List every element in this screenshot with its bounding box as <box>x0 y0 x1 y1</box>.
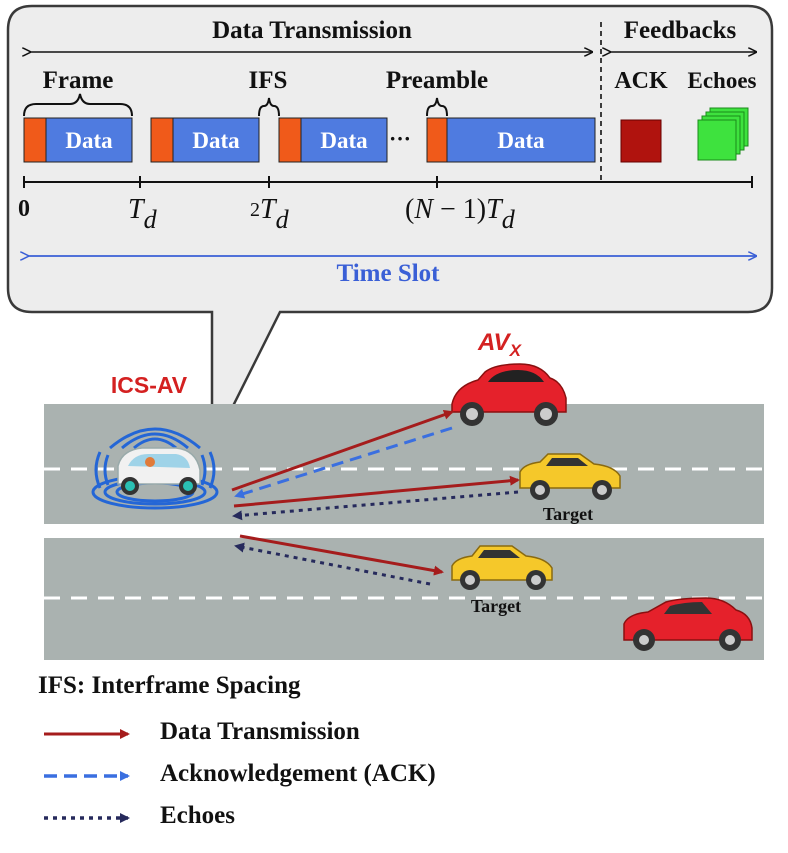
target-label-1: Target <box>543 504 593 524</box>
data-block <box>45 117 133 163</box>
av-x-subscript: X <box>509 341 523 360</box>
preamble-block <box>150 117 174 163</box>
frame-1: Data <box>23 117 133 163</box>
time-slot-label: Time Slot <box>336 260 440 287</box>
ack-label: ACK <box>614 68 668 94</box>
road-median <box>44 526 764 538</box>
frame-n: Data <box>426 117 596 163</box>
av-x-label: AVX <box>477 329 523 360</box>
tick-zero: 0 <box>18 196 30 222</box>
tick-2td: 2Td <box>250 194 290 234</box>
legend-echo-label: Echoes <box>160 802 235 829</box>
ack-block <box>620 119 662 163</box>
av-x-car <box>451 363 567 426</box>
target-label-2: Target <box>471 596 521 616</box>
data-block-label: Data <box>497 128 545 153</box>
frame-3: Data <box>278 117 388 163</box>
preamble-brace <box>426 97 448 117</box>
data-block-label: Data <box>320 128 368 153</box>
frame-brace <box>23 93 133 117</box>
data-block-label: Data <box>192 128 240 153</box>
echoes-block <box>697 107 749 161</box>
data-block <box>300 117 388 163</box>
preamble-block <box>426 117 448 163</box>
feedbacks-label: Feedbacks <box>624 17 737 44</box>
callout-bubble <box>6 4 774 449</box>
legend-data-label: Data Transmission <box>160 718 360 745</box>
preamble-block <box>278 117 302 163</box>
data-block <box>446 117 596 163</box>
data-arrow-to-target-2 <box>239 534 444 576</box>
ics-av-vehicle <box>91 427 219 510</box>
ics-av-label: ICS-AV <box>111 372 188 398</box>
target-car-1 <box>519 453 621 500</box>
echoes-label: Echoes <box>688 68 757 93</box>
echo-arrow-from-target-1 <box>232 490 519 521</box>
ifs-label: IFS <box>249 67 288 94</box>
preamble-block <box>23 117 47 163</box>
data-transmission-label: Data Transmission <box>212 17 412 44</box>
av-x-main: AV <box>477 329 512 356</box>
target-car-2 <box>451 545 553 590</box>
frame-2: Data <box>150 117 260 163</box>
legend-ack-label: Acknowledgement (ACK) <box>160 760 436 787</box>
echo-arrow-from-target-2 <box>234 542 431 586</box>
preamble-label: Preamble <box>386 67 488 94</box>
frame-label: Frame <box>43 67 114 94</box>
ifs-brace <box>258 97 280 117</box>
data-block <box>172 117 260 163</box>
legend-title: IFS: Interframe Spacing <box>38 672 301 699</box>
red-car-bottom <box>623 597 753 651</box>
data-block-label: Data <box>65 128 113 153</box>
data-arrow-to-avx <box>231 409 454 492</box>
ellipsis: ··· <box>389 126 411 151</box>
data-arrow-to-target-1 <box>233 475 520 508</box>
